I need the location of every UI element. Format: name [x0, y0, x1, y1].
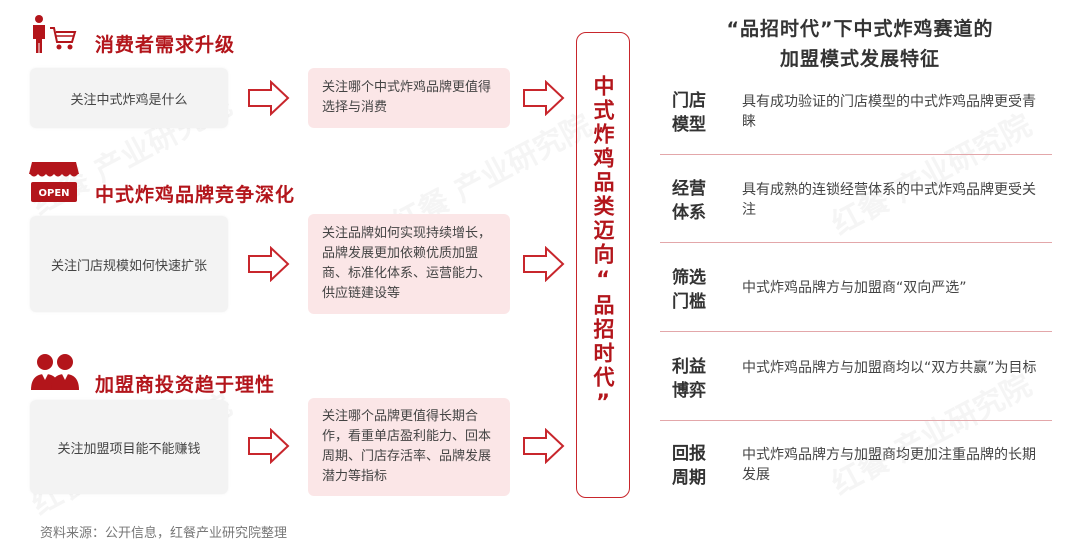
divider — [660, 331, 1052, 332]
detail-box: 关注哪个中式炸鸡品牌更值得选择与消费 — [308, 68, 510, 128]
feature-label-line: 门槛 — [672, 292, 706, 312]
detail-text: 关注哪个中式炸鸡品牌更值得选择与消费 — [322, 80, 492, 115]
feature-label-line: 回报 — [672, 444, 706, 464]
section-title: 加盟商投资趋于理性 — [95, 374, 276, 396]
feature-label: 门店 模型 — [666, 89, 712, 137]
feature-desc: 中式炸鸡品牌方与加盟商均以“双方共赢”为目标 — [742, 360, 1037, 376]
question-text: 关注中式炸鸡是什么 — [70, 92, 188, 108]
center-pill: 中式炸鸡品类迈向“品招时代” — [576, 32, 630, 498]
feature-desc: 中式炸鸡品牌方与加盟商均更加注重品牌的长期发展 — [742, 447, 1036, 483]
detail-text: 关注品牌如何实现持续增长，品牌发展更加依赖优质加盟商、标准化体系、运营能力、供应… — [322, 226, 492, 301]
shopper-cart-icon — [33, 15, 77, 53]
question-text: 关注加盟项目能不能赚钱 — [57, 441, 201, 457]
feature-label: 经营 体系 — [666, 177, 712, 225]
question-text: 关注门店规模如何快速扩张 — [50, 258, 207, 274]
feature-label-line: 体系 — [672, 203, 706, 223]
source-note: 资料来源：公开信息，红餐产业研究院整理 — [40, 526, 288, 541]
divider — [660, 420, 1052, 421]
open-sign-text: OPEN — [38, 188, 69, 199]
feature-label-line: 周期 — [672, 468, 706, 488]
question-box: 关注加盟项目能不能赚钱 — [30, 400, 228, 494]
detail-box: 关注哪个品牌更值得长期合作，看重单店盈利能力、回本周期、门店存活率、品牌发展潜力… — [308, 398, 510, 496]
detail-text: 关注哪个品牌更值得长期合作，看重单店盈利能力、回本周期、门店存活率、品牌发展潜力… — [322, 409, 492, 484]
center-text: 中式炸鸡品类迈向“品招时代” — [591, 75, 615, 417]
feature-label-line: 利益 — [672, 357, 706, 377]
divider — [660, 242, 1052, 243]
arrow-right-icon — [248, 246, 290, 282]
feature-label-line: 模型 — [672, 115, 706, 135]
divider — [660, 154, 1052, 155]
feature-desc: 中式炸鸡品牌方与加盟商“双向严选” — [742, 280, 967, 296]
feature-label-line: 筛选 — [672, 268, 706, 288]
feature-desc: 具有成功验证的门店模型的中式炸鸡品牌更受青睐 — [742, 94, 1036, 130]
section-title: 消费者需求升级 — [95, 34, 236, 56]
arrow-right-icon — [523, 428, 565, 464]
people-icon — [31, 354, 79, 390]
arrow-right-icon — [523, 80, 565, 116]
right-title-line: “品招时代”下中式炸鸡赛道的 — [726, 18, 994, 40]
feature-label: 回报 周期 — [666, 442, 712, 490]
feature-label: 利益 博弈 — [666, 355, 712, 403]
feature-label-line: 门店 — [672, 91, 706, 111]
feature-label: 筛选 门槛 — [666, 266, 712, 314]
feature-desc: 具有成熟的连锁经营体系的中式炸鸡品牌更受关注 — [742, 182, 1036, 218]
feature-label-line: 经营 — [672, 179, 706, 199]
right-title: “品招时代”下中式炸鸡赛道的 加盟模式发展特征 — [660, 14, 1060, 74]
question-box: 关注门店规模如何快速扩张 — [30, 216, 228, 312]
section-title: 中式炸鸡品牌竞争深化 — [95, 184, 296, 206]
arrow-right-icon — [523, 246, 565, 282]
arrow-right-icon — [248, 80, 290, 116]
arrow-right-icon — [248, 428, 290, 464]
right-title-line: 加盟模式发展特征 — [779, 48, 940, 70]
detail-box: 关注品牌如何实现持续增长，品牌发展更加依赖优质加盟商、标准化体系、运营能力、供应… — [308, 214, 510, 314]
open-store-icon: OPEN — [29, 162, 79, 202]
question-box: 关注中式炸鸡是什么 — [30, 68, 228, 128]
feature-label-line: 博弈 — [672, 381, 706, 401]
